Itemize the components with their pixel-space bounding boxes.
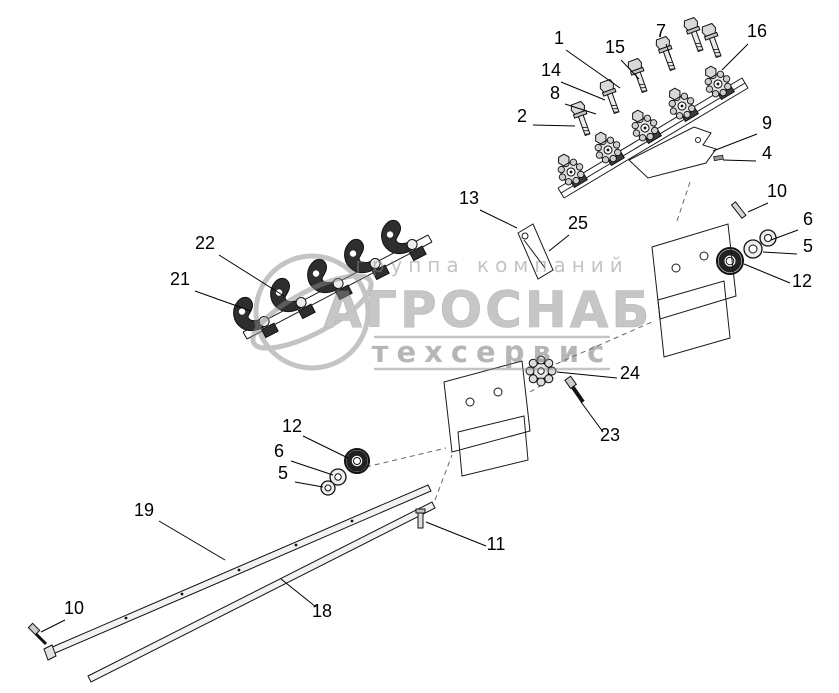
- bearing: [716, 247, 744, 275]
- callout-2: 2: [517, 106, 527, 126]
- bearing-group-right: [716, 201, 777, 275]
- callout-5-right: 5: [803, 236, 813, 256]
- callout-23: 23: [600, 425, 620, 445]
- knife-bar-18: [87, 501, 436, 683]
- watermark-text-brand: АГРОСНАБ: [323, 281, 652, 339]
- callout-6-right-leader: [770, 229, 799, 241]
- callout-14: 14: [541, 60, 561, 80]
- callout-10-right: 10: [767, 181, 787, 201]
- pin: [730, 201, 747, 220]
- watermark-text-service: техсервис: [372, 335, 613, 369]
- callout-25: 25: [568, 213, 588, 233]
- callout-7: 7: [656, 21, 666, 41]
- callout-16-leader: [721, 43, 749, 71]
- callout-12-left-leader: [302, 435, 349, 459]
- bracket-screw: [713, 154, 724, 162]
- callout-12-right-leader: [743, 263, 791, 284]
- callout-5-left-leader: [294, 481, 324, 488]
- bearing: [344, 448, 370, 474]
- callout-24: 24: [620, 363, 640, 383]
- callout-8-leader: [564, 103, 597, 115]
- callout-12-left: 12: [282, 416, 302, 436]
- callout-12-right: 12: [792, 271, 812, 291]
- callout-9: 9: [762, 113, 772, 133]
- callout-6-left: 6: [274, 441, 284, 461]
- clip-bolt: [626, 57, 652, 95]
- callout-21-leader: [194, 290, 252, 312]
- callout-19-leader: [158, 520, 226, 561]
- callout-10-bottom-leader: [40, 619, 66, 633]
- callout-15: 15: [605, 37, 625, 57]
- callout-1: 1: [554, 28, 564, 48]
- callout-25-leader: [548, 234, 570, 252]
- sprocket-group: [525, 355, 585, 404]
- clamp-bar-assembly: [549, 16, 749, 199]
- watermark: группа компаний АГРОСНАБ техсервис: [250, 253, 652, 371]
- sprocket-bolt: [564, 375, 585, 404]
- callout-1-leader: [565, 49, 621, 89]
- callout-13-leader: [479, 209, 518, 229]
- clip-bolt: [700, 22, 726, 60]
- clip-bolt: [654, 35, 680, 73]
- callout-24-leader: [556, 371, 618, 379]
- pin-11: [415, 508, 426, 529]
- callout-6-right: 6: [803, 209, 813, 229]
- clip-bolt: [682, 16, 708, 54]
- callout-16: 16: [747, 21, 767, 41]
- callouts: 1 15 7 16 14 8 2 9 4 10 6 5 12 13 25 22: [40, 21, 813, 633]
- callout-2-leader: [532, 124, 576, 127]
- callout-22: 22: [195, 233, 215, 253]
- knife-clip: [696, 60, 738, 105]
- link-plate: [517, 223, 554, 280]
- watermark-text-group: группа компаний: [355, 253, 629, 277]
- support-bracket: [628, 126, 724, 179]
- callout-18-leader: [280, 578, 317, 608]
- knife-bar-19: [43, 484, 432, 661]
- callout-4: 4: [762, 143, 772, 163]
- callout-19: 19: [134, 500, 154, 520]
- callout-22-leader: [218, 254, 285, 297]
- callout-8: 8: [550, 83, 560, 103]
- callout-7-leader: [665, 43, 672, 59]
- knife-clip: [549, 148, 591, 193]
- callout-5-right-leader: [762, 251, 798, 255]
- knife-clip: [586, 126, 628, 171]
- clip-bolt: [598, 78, 624, 116]
- callout-23-leader: [580, 401, 604, 433]
- callout-11: 11: [487, 534, 506, 554]
- screw-10-bottom: [27, 622, 48, 646]
- callout-18: 18: [312, 601, 332, 621]
- callout-4-leader: [722, 159, 757, 162]
- callout-10-bottom: 10: [64, 598, 84, 618]
- callout-15-leader: [620, 59, 640, 80]
- callout-21: 21: [170, 269, 190, 289]
- bearing-group-left: [320, 448, 370, 496]
- callout-14-leader: [560, 81, 606, 101]
- callout-11-leader: [425, 521, 487, 547]
- finger-bar-assembly: [226, 212, 433, 347]
- callout-6-left-leader: [290, 460, 334, 476]
- callout-9-leader: [712, 133, 758, 152]
- callout-5-left: 5: [278, 463, 288, 483]
- callout-10-right-leader: [747, 202, 769, 213]
- watermark-logo-icon: [253, 253, 371, 371]
- callout-13: 13: [459, 188, 479, 208]
